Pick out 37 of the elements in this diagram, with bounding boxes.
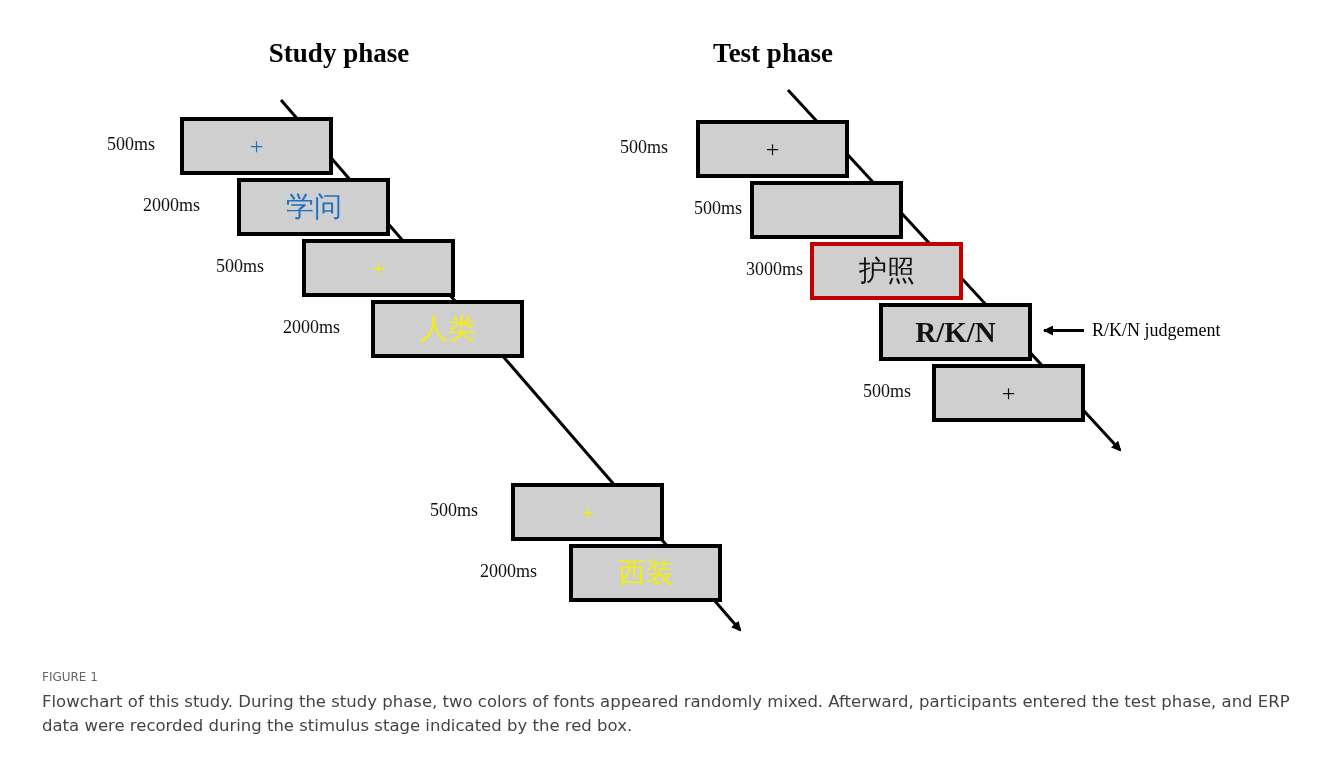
stimulus-screen: [569, 544, 722, 602]
stimulus-text: 人类: [419, 312, 476, 346]
stimulus-screen: [932, 364, 1085, 422]
arrow: [1043, 325, 1084, 336]
phase-heading: Test phase: [713, 38, 833, 69]
stimulus-screen: [302, 239, 455, 297]
figure-number: FIGURE 1: [42, 670, 98, 684]
stimulus-text: 西装: [617, 556, 674, 590]
duration-label: 3000ms: [746, 259, 803, 280]
stimulus-text: +: [1001, 379, 1016, 407]
blank-screen: [750, 181, 903, 239]
figure-caption: Flowchart of this study. During the study phase, two colors of fonts appeared randomly mixed. Afterward, participants entered the test phase, and ERP data were recorded during the stimulus stage indicated by the red box.: [42, 691, 1291, 737]
stimulus-screen: [511, 483, 664, 541]
duration-label: 2000ms: [143, 195, 200, 216]
duration-label: 500ms: [694, 198, 742, 219]
stimulus-screen: [371, 300, 524, 358]
stimulus-text: R/K/N: [915, 315, 996, 349]
stimulus-text: +: [765, 135, 780, 163]
stimulus-screen: [879, 303, 1032, 361]
duration-label: 500ms: [863, 381, 911, 402]
duration-label: 500ms: [430, 500, 478, 521]
stimulus-text: +: [371, 254, 386, 282]
stimulus-screen: [237, 178, 390, 236]
stimulus-text: 学问: [285, 190, 342, 224]
duration-label: 2000ms: [480, 561, 537, 582]
stimulus-screen: [180, 117, 333, 175]
stimulus-text: +: [580, 498, 595, 526]
duration-label: 500ms: [620, 137, 668, 158]
stimulus-text: 护照: [858, 254, 915, 288]
stimulus-text: +: [249, 132, 264, 160]
duration-label: 500ms: [107, 134, 155, 155]
stimulus-screen: [810, 242, 963, 300]
phase-heading: Study phase: [268, 38, 410, 69]
duration-label: 500ms: [216, 256, 264, 277]
duration-label: 2000ms: [283, 317, 340, 338]
stimulus-screen: [696, 120, 849, 178]
annotation-text: R/K/N judgement: [1092, 320, 1221, 341]
